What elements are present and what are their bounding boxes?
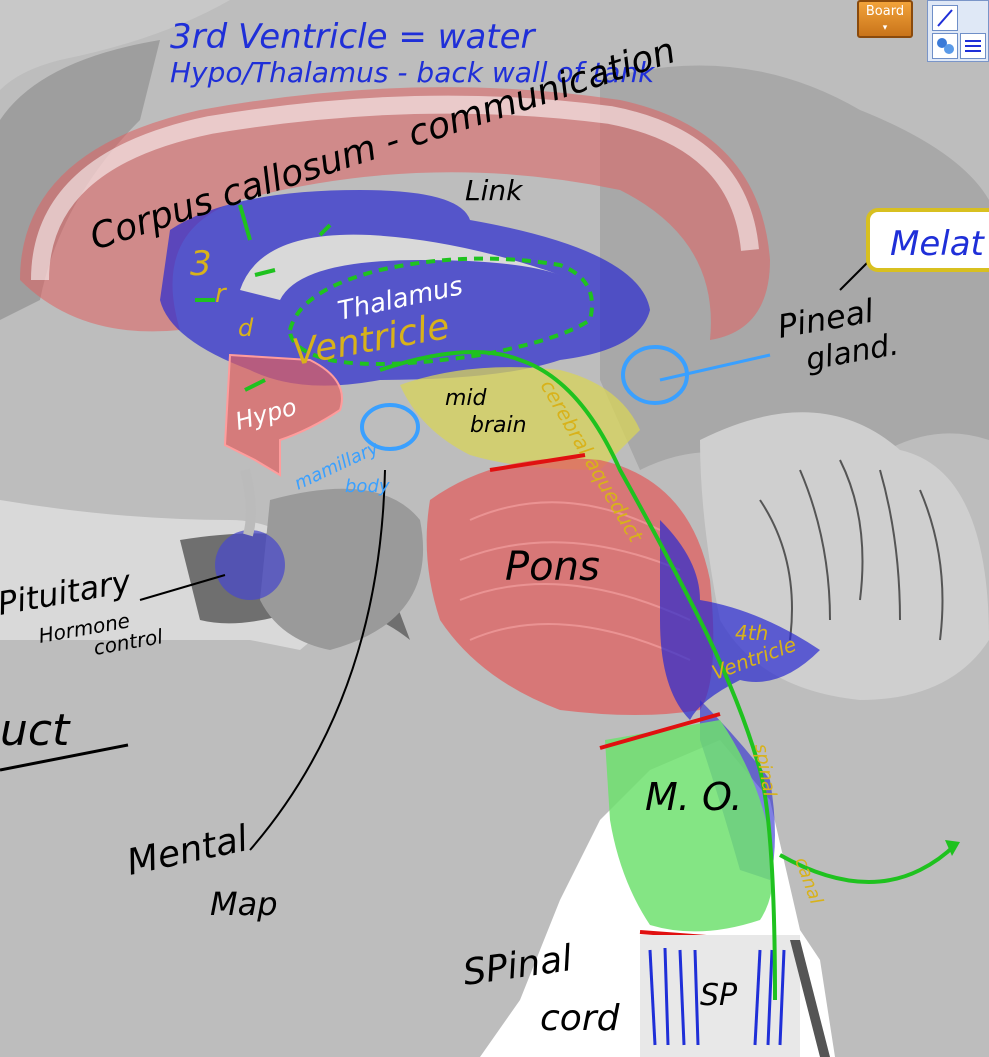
pen-tool-icon[interactable] xyxy=(932,5,958,31)
board-label: Board xyxy=(866,4,904,19)
label-body: body xyxy=(345,476,390,497)
label-melatonin: Melat xyxy=(890,224,986,264)
label-map: Map xyxy=(210,885,278,923)
pituitary-region xyxy=(215,530,285,600)
label-third-d: d xyxy=(238,314,254,342)
label-third-3: 3 xyxy=(190,244,212,284)
label-medulla: M. O. xyxy=(645,775,742,819)
lines-tool-icon[interactable] xyxy=(960,33,986,59)
label-pons: Pons xyxy=(505,544,600,590)
chevron-down-icon: ▾ xyxy=(883,23,888,33)
shapes-tool-icon[interactable] xyxy=(932,33,958,59)
label-link: Link xyxy=(465,174,524,207)
label-midbrain-2: brain xyxy=(470,413,527,438)
label-uct: uct xyxy=(0,705,71,756)
board-button[interactable]: Board ▾ xyxy=(857,0,913,38)
title-third-ventricle: 3rd Ventricle = water xyxy=(170,17,537,57)
label-sp: SP xyxy=(700,978,738,1013)
label-midbrain-1: mid xyxy=(445,386,488,411)
whiteboard-toolbar: Board ▾ xyxy=(857,0,989,64)
tool-palette xyxy=(927,0,989,62)
label-cord: cord xyxy=(540,998,621,1039)
